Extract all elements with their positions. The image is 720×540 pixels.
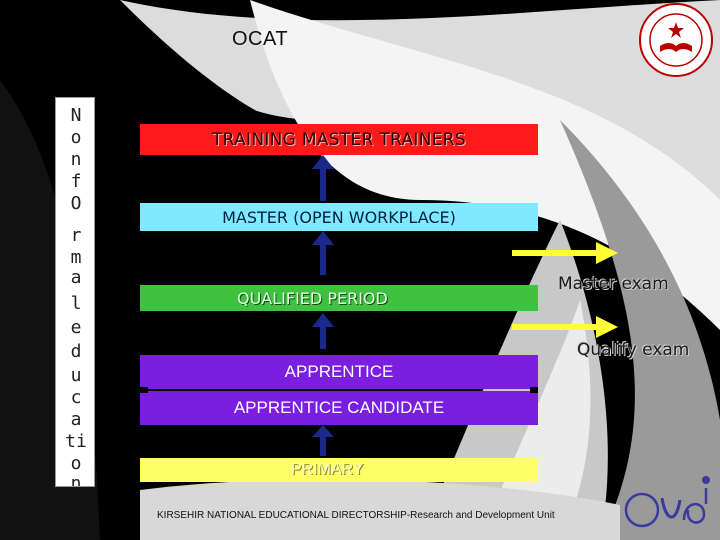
vertical-char: e (70, 317, 82, 338)
level-training-master-trainers: TRAINING MASTER TRAINERS (140, 124, 538, 155)
vertical-char: n (70, 149, 82, 170)
ministry-seal-icon (639, 3, 713, 77)
level-apprentice: APPRENTICE (140, 355, 538, 389)
vertical-char: o (70, 453, 82, 474)
bar-notch (530, 387, 538, 393)
bar-notch (140, 387, 148, 393)
vertical-label-box: N o n f O r m a l e d u c a ti o n (55, 97, 95, 487)
vertical-char: f (70, 171, 82, 192)
level-qualified-period: QUALIFIED PERIOD (140, 285, 538, 311)
brand-logo-icon (624, 476, 710, 528)
vertical-char: N (70, 105, 82, 126)
vertical-char: n (70, 474, 82, 486)
up-arrow-icon (312, 231, 334, 275)
vertical-char: O (70, 193, 82, 214)
vertical-char: r (70, 225, 82, 246)
vertical-char: l (70, 293, 82, 314)
vertical-char: c (70, 387, 82, 408)
right-arrow-icon (512, 242, 618, 264)
level-primary: PRIMARY (140, 458, 538, 482)
vertical-char: a (70, 267, 82, 288)
right-arrow-icon (512, 316, 618, 338)
up-arrow-icon (312, 313, 334, 349)
vertical-char: d (70, 341, 82, 362)
slide-title: OCAT (232, 28, 289, 50)
vertical-char: a (70, 409, 82, 430)
vertical-char: u (70, 365, 82, 386)
up-arrow-icon (312, 425, 334, 456)
level-apprentice-candidate: APPRENTICE CANDIDATE (140, 391, 538, 425)
level-master-open-workplace: MASTER (OPEN WORKPLACE) (140, 203, 538, 231)
master-exam-label: Master exam (558, 274, 669, 294)
vertical-char: o (70, 127, 82, 148)
up-arrow-icon (312, 155, 334, 201)
qualify-exam-label: Qualify exam (577, 340, 690, 360)
vertical-char: ti (65, 431, 87, 452)
footer-credit: KIRSEHIR NATIONAL EDUCATIONAL DIRECTORSH… (157, 510, 555, 521)
vertical-char: m (70, 247, 82, 268)
